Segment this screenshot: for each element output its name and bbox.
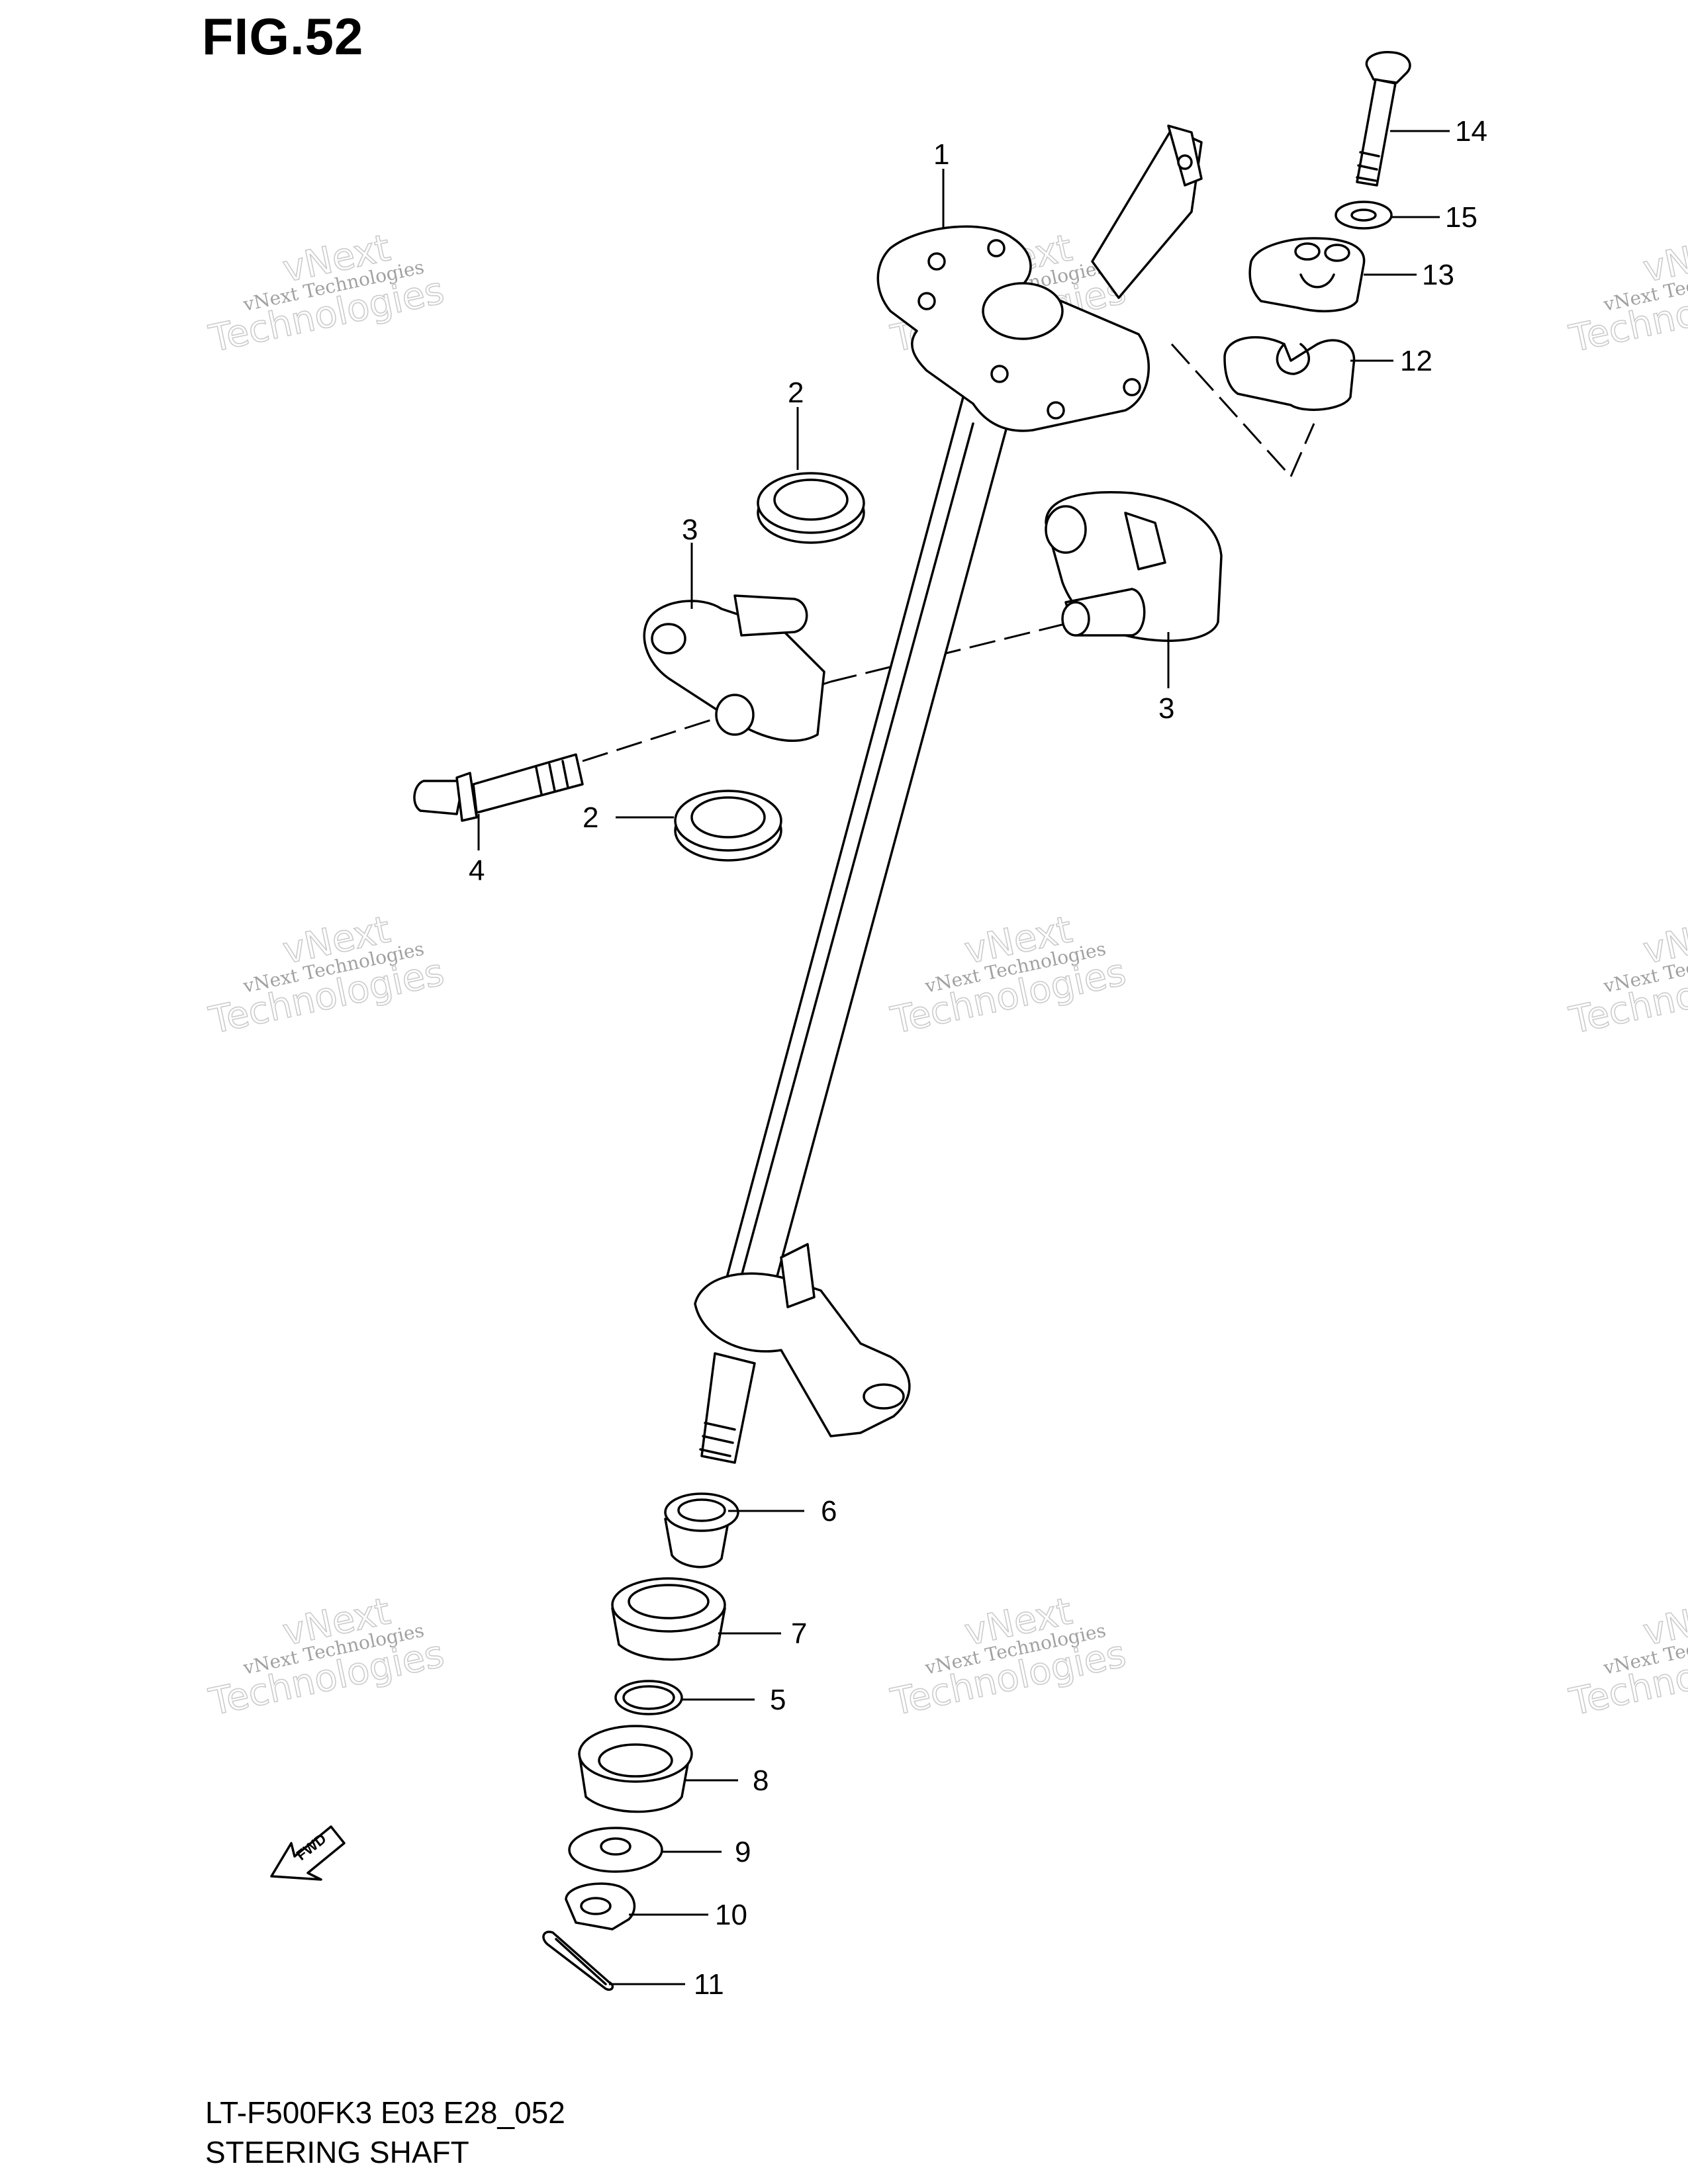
- lower-bracket: [694, 1272, 911, 1437]
- callout-13: 13: [1422, 259, 1454, 291]
- bracket-hole: [1047, 401, 1065, 420]
- part-4-bolt: [413, 753, 584, 822]
- arm-tab-hole: [1177, 154, 1193, 170]
- part-11-cotter-pin: [542, 1931, 614, 1991]
- callout-12: 12: [1400, 345, 1432, 377]
- watermark-big-line1: vNext: [1640, 908, 1688, 973]
- guide-line-handlebar: [1170, 343, 1292, 478]
- bracket-hole: [1123, 378, 1141, 396]
- part-3-right-shaft-holder: [1045, 491, 1223, 642]
- callout-3: 3: [682, 514, 698, 546]
- guide-line-holder: [830, 621, 1073, 683]
- part-2-upper-bushing: [757, 472, 865, 544]
- callout-15: 15: [1445, 201, 1477, 234]
- part-9-washer: [568, 1827, 663, 1873]
- lower-bracket-hole: [863, 1383, 905, 1410]
- bolt-thread: [1356, 151, 1380, 182]
- part-12-handlebar-holder-lower: [1223, 336, 1356, 411]
- shaft-tube: [720, 396, 1011, 1312]
- callout-9: 9: [735, 1836, 751, 1868]
- callouts: 1 2 2 3 3 4 5 6 7 8 9 10 11: [469, 115, 1487, 2001]
- watermark-big-line1: vNext: [1640, 226, 1688, 291]
- lower-bracket-clip: [780, 1243, 816, 1308]
- shaft-highlight: [733, 422, 974, 1302]
- part-2-lower-bushing: [674, 790, 782, 862]
- part-6-bushing: [664, 1492, 739, 1569]
- part-15-lock-washer: [1335, 201, 1393, 230]
- callout-1: 1: [933, 138, 949, 171]
- callout-2: 2: [583, 801, 598, 834]
- model-code: LT-F500FK3 E03 E28_052: [205, 2095, 565, 2130]
- part-8-bearing: [578, 1725, 693, 1813]
- callout-14: 14: [1455, 115, 1487, 148]
- steering-shaft: [694, 124, 1203, 1464]
- callout-3: 3: [1158, 692, 1174, 725]
- callout-8: 8: [753, 1764, 769, 1797]
- callout-10: 10: [715, 1899, 747, 1931]
- figure-title: FIG.52: [202, 7, 364, 66]
- watermark-big-line1: vNext: [1640, 1590, 1688, 1655]
- part-13-handlebar-holder-upper: [1248, 237, 1366, 312]
- callout-4: 4: [469, 854, 485, 887]
- callout-6: 6: [821, 1495, 837, 1527]
- part-3-left-shaft-holder: [643, 594, 825, 743]
- bracket-hole: [917, 292, 936, 310]
- callout-11: 11: [694, 1968, 724, 2001]
- shaft-lower-end: [700, 1352, 756, 1464]
- bolt-thread: [535, 760, 569, 796]
- callout-5: 5: [770, 1684, 786, 1716]
- bracket-hole: [990, 365, 1009, 383]
- part-7-seal: [611, 1577, 726, 1661]
- callout-7: 7: [791, 1617, 807, 1650]
- watermark-grid: vNext Technologies vNext Technologies vN…: [205, 226, 1688, 1725]
- callout-2: 2: [788, 377, 804, 409]
- bracket-hole: [987, 239, 1006, 257]
- shaft-thread: [699, 1422, 736, 1457]
- assembly-title: STEERING SHAFT: [205, 2135, 469, 2169]
- part-10-nut: [565, 1882, 636, 1931]
- guide-line-handlebar-up: [1289, 423, 1315, 477]
- bracket-hole: [927, 252, 946, 271]
- upper-bracket-bore: [982, 282, 1064, 340]
- fwd-direction-marker: FWD: [270, 1825, 346, 1881]
- part-5-o-ring: [614, 1680, 683, 1715]
- part-14-handlebar-bolt: [1356, 51, 1411, 187]
